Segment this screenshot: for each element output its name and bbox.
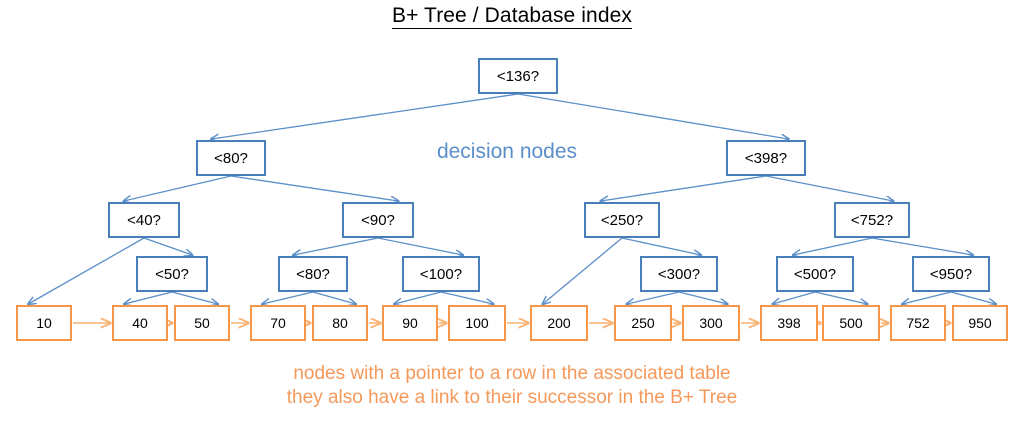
node-label: <40? bbox=[127, 211, 161, 229]
node-label: <136? bbox=[496, 67, 540, 85]
leaf-node-13[interactable]: 950 bbox=[952, 305, 1008, 341]
leaf-node-12[interactable]: 752 bbox=[890, 305, 946, 341]
decision-node-l3-2[interactable]: <250? bbox=[584, 202, 660, 238]
decision-edge bbox=[601, 175, 767, 201]
decision-edge bbox=[211, 93, 519, 139]
node-label: <752? bbox=[850, 211, 894, 229]
decision-node-l2-1[interactable]: <398? bbox=[726, 140, 806, 176]
leaf-node-5[interactable]: 90 bbox=[382, 305, 438, 341]
decision-edge bbox=[678, 291, 727, 304]
decision-node-l4-0[interactable]: <50? bbox=[136, 256, 208, 292]
node-label: 70 bbox=[270, 315, 286, 331]
decision-node-l3-3[interactable]: <752? bbox=[834, 202, 910, 238]
leaf-node-0[interactable]: 10 bbox=[16, 305, 72, 341]
decision-edge bbox=[28, 237, 145, 304]
node-label: 300 bbox=[699, 315, 723, 331]
node-label: <950? bbox=[929, 265, 973, 283]
node-label: 90 bbox=[402, 315, 418, 331]
page-title-text: B+ Tree / Database index bbox=[392, 4, 632, 29]
decision-node-l4-1[interactable]: <80? bbox=[278, 256, 348, 292]
decision-edge bbox=[171, 291, 218, 304]
decision-edge bbox=[230, 175, 398, 201]
node-label: <300? bbox=[657, 265, 701, 283]
node-label: 40 bbox=[132, 315, 148, 331]
node-label: 398 bbox=[777, 315, 801, 331]
decision-edges bbox=[28, 93, 996, 304]
decision-nodes-label: decision nodes bbox=[436, 140, 578, 163]
decision-node-l4-2[interactable]: <100? bbox=[402, 256, 480, 292]
node-label: <90? bbox=[361, 211, 395, 229]
leaf-node-9[interactable]: 300 bbox=[682, 305, 740, 341]
node-label: 500 bbox=[839, 315, 863, 331]
node-label: 80 bbox=[332, 315, 348, 331]
decision-edge bbox=[124, 175, 232, 201]
decision-edge bbox=[143, 237, 192, 255]
node-label: <80? bbox=[296, 265, 330, 283]
node-label: <100? bbox=[419, 265, 463, 283]
node-label: <398? bbox=[744, 149, 788, 167]
node-label: <50? bbox=[155, 265, 189, 283]
decision-edge bbox=[793, 237, 873, 255]
decision-edge bbox=[124, 291, 173, 304]
leaf-node-7[interactable]: 200 bbox=[530, 305, 588, 341]
leaf-node-3[interactable]: 70 bbox=[250, 305, 306, 341]
decision-edge bbox=[871, 237, 973, 255]
node-label: <80? bbox=[214, 149, 248, 167]
node-label: 100 bbox=[465, 315, 489, 331]
node-label: 752 bbox=[906, 315, 930, 331]
decision-edge bbox=[621, 237, 701, 255]
node-label: 10 bbox=[36, 315, 52, 331]
decision-edge bbox=[814, 291, 867, 304]
leaf-node-10[interactable]: 398 bbox=[760, 305, 818, 341]
decision-node-l4-5[interactable]: <950? bbox=[912, 256, 990, 292]
node-label: <500? bbox=[793, 265, 837, 283]
decision-edge bbox=[950, 291, 996, 304]
decision-edge bbox=[293, 237, 379, 255]
leaf-node-6[interactable]: 100 bbox=[448, 305, 506, 341]
node-label: 200 bbox=[547, 315, 571, 331]
page-title: B+ Tree / Database index bbox=[0, 4, 1024, 29]
decision-node-l3-0[interactable]: <40? bbox=[108, 202, 180, 238]
caption-line-1: nodes with a pointer to a row in the ass… bbox=[293, 363, 731, 384]
leaf-node-11[interactable]: 500 bbox=[822, 305, 880, 341]
decision-edge bbox=[312, 291, 356, 304]
decision-edge bbox=[627, 291, 680, 304]
node-label: <250? bbox=[600, 211, 644, 229]
decision-node-l3-1[interactable]: <90? bbox=[342, 202, 414, 238]
leaf-node-4[interactable]: 80 bbox=[312, 305, 368, 341]
node-label: 50 bbox=[194, 315, 210, 331]
decision-node-l4-4[interactable]: <500? bbox=[776, 256, 854, 292]
decision-edge bbox=[543, 237, 623, 304]
decision-edge bbox=[902, 291, 952, 304]
decision-node-l4-3[interactable]: <300? bbox=[640, 256, 718, 292]
leaf-nodes-caption: nodes with a pointer to a row in the ass… bbox=[0, 362, 1024, 411]
leaf-node-1[interactable]: 40 bbox=[112, 305, 168, 341]
leaf-node-2[interactable]: 50 bbox=[174, 305, 230, 341]
node-label: 950 bbox=[968, 315, 992, 331]
decision-node-root[interactable]: <136? bbox=[478, 58, 558, 94]
decision-edge bbox=[765, 175, 893, 201]
decision-edge bbox=[517, 93, 788, 139]
leaf-node-8[interactable]: 250 bbox=[614, 305, 672, 341]
decision-edge bbox=[773, 291, 816, 304]
caption-line-2: they also have a link to their successor… bbox=[286, 387, 738, 409]
decision-edge bbox=[377, 237, 463, 255]
decision-node-l2-0[interactable]: <80? bbox=[196, 140, 266, 176]
decision-edge bbox=[394, 291, 442, 304]
decision-edge bbox=[440, 291, 493, 304]
decision-edge bbox=[262, 291, 314, 304]
node-label: 250 bbox=[631, 315, 655, 331]
